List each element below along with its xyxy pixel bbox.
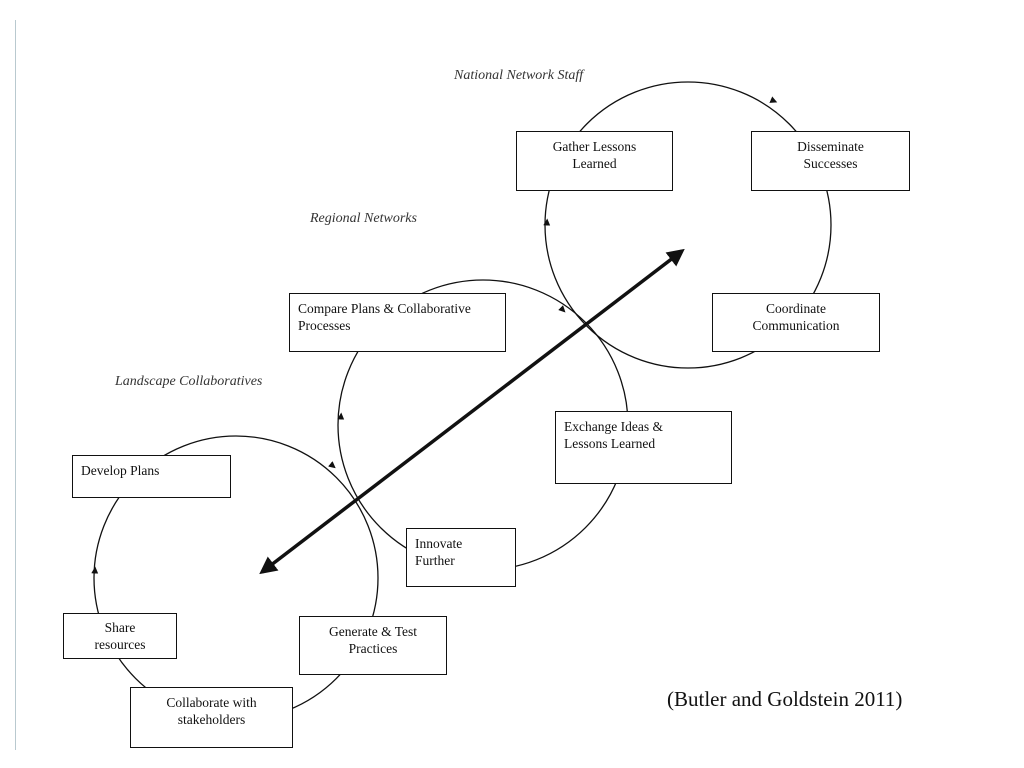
box-collaborate-with-stakeholders: Collaborate with stakeholders	[130, 687, 293, 748]
box-disseminate-successes: Disseminate Successes	[751, 131, 910, 191]
box-exchange-ideas-text: Exchange Ideas & Lessons Learned	[564, 419, 663, 451]
label-landscape-collaboratives: Landscape Collaboratives	[115, 374, 263, 389]
box-share-resources-text: Share resources	[94, 620, 146, 652]
box-develop-plans: Develop Plans	[72, 455, 231, 498]
box-gather-lessons-learned-text: Gather Lessons Learned	[552, 139, 637, 171]
citation: (Butler and Goldstein 2011)	[667, 687, 903, 711]
box-compare-plans: Compare Plans & Collaborative Processes	[289, 293, 506, 352]
box-develop-plans-text: Develop Plans	[81, 463, 160, 478]
label-national-network-staff: National Network Staff	[454, 68, 584, 83]
box-innovate-further: Innovate Further	[406, 528, 516, 587]
box-innovate-further-text: Innovate Further	[415, 536, 463, 568]
box-gather-lessons-learned: Gather Lessons Learned	[516, 131, 673, 191]
left-border-rule	[15, 20, 16, 750]
box-disseminate-successes-text: Disseminate Successes	[797, 139, 864, 171]
box-coordinate-communication: Coordinate Communication	[712, 293, 880, 352]
label-regional-networks: Regional Networks	[310, 211, 417, 226]
box-collaborate-with-stakeholders-text: Collaborate with stakeholders	[166, 695, 257, 727]
box-exchange-ideas: Exchange Ideas & Lessons Learned	[555, 411, 732, 484]
box-generate-test-practices: Generate & Test Practices	[299, 616, 447, 675]
regional-cycle-arrow-left	[337, 412, 345, 420]
national-cycle-arrow-top	[769, 96, 778, 103]
landscape-cycle-arrow-top	[328, 461, 336, 469]
national-cycle-arrow-left	[543, 218, 551, 226]
box-coordinate-communication-text: Coordinate Communication	[752, 301, 840, 333]
box-compare-plans-text: Compare Plans & Collaborative Processes	[298, 301, 471, 333]
box-generate-test-practices-text: Generate & Test Practices	[328, 624, 418, 656]
scale-double-arrow	[259, 248, 685, 575]
box-share-resources: Share resources	[63, 613, 177, 659]
